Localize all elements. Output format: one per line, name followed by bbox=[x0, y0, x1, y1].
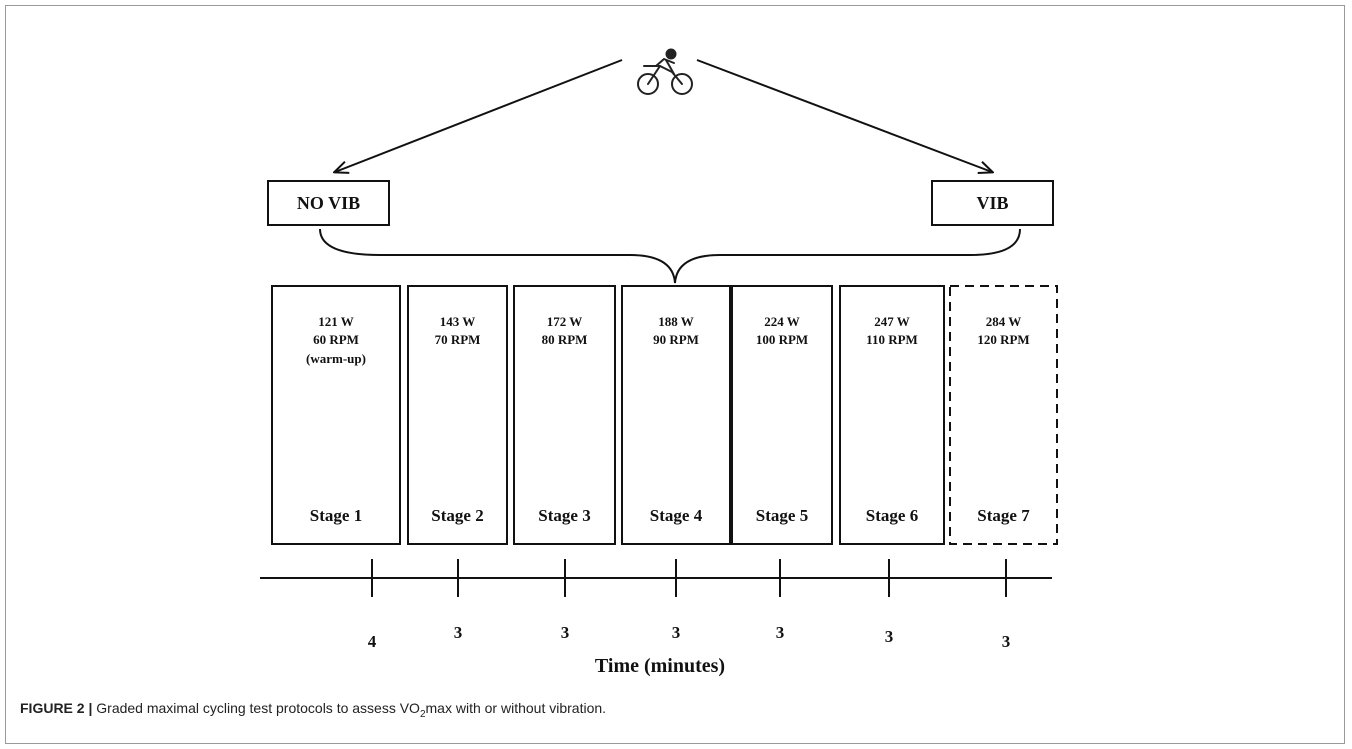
stage-label: Stage 4 bbox=[650, 506, 703, 525]
stage-boxes: 121 W 60 RPM (warm-up) Stage 1 143 W 70 RPM St… bbox=[271, 285, 1058, 545]
stage-rpm: 110 RPM bbox=[866, 332, 918, 347]
stage-watts: 247 W bbox=[874, 314, 910, 329]
stage-watts: 188 W bbox=[658, 314, 694, 329]
stage-box-1: 121 W 60 RPM (warm-up) Stage 1 bbox=[271, 285, 401, 545]
stage-box-7: 284 W 120 RPM Stage 7 bbox=[949, 285, 1058, 545]
stage-minutes: 3 bbox=[454, 623, 463, 642]
timeline-tick-4: 3 bbox=[672, 559, 681, 642]
stage-minutes: 3 bbox=[672, 623, 681, 642]
stage-rpm: 70 RPM bbox=[435, 332, 481, 347]
stage-rpm: 120 RPM bbox=[977, 332, 1029, 347]
stage-box-2: 143 W 70 RPM Stage 2 bbox=[407, 285, 508, 545]
stage-box-5: 224 W 100 RPM Stage 5 bbox=[731, 285, 833, 545]
timeline-tick-2: 3 bbox=[454, 559, 463, 642]
timeline-tick-6: 3 bbox=[885, 559, 894, 646]
stage-box-4: 188 W 90 RPM Stage 4 bbox=[621, 285, 731, 545]
stage-watts: 224 W bbox=[764, 314, 800, 329]
stage-rpm: 60 RPM bbox=[313, 332, 359, 347]
timeline-tick-1: 4 bbox=[368, 559, 377, 651]
group-brace bbox=[319, 228, 1021, 284]
arrow-to-no-vib bbox=[335, 59, 623, 172]
stage-minutes: 3 bbox=[885, 627, 894, 646]
no-vib-label: NO VIB bbox=[297, 193, 360, 213]
stage-label: Stage 7 bbox=[977, 506, 1030, 525]
stage-minutes: 3 bbox=[1002, 632, 1011, 651]
stage-label: Stage 5 bbox=[756, 506, 808, 525]
timeline-tick-5: 3 bbox=[776, 559, 785, 642]
stage-label: Stage 2 bbox=[431, 506, 483, 525]
stage-label: Stage 6 bbox=[866, 506, 918, 525]
stage-watts: 284 W bbox=[986, 314, 1022, 329]
stage-rpm: 90 RPM bbox=[653, 332, 699, 347]
timeline-ticks: 4 3 3 3 3 3 3 bbox=[368, 559, 1011, 651]
arrow-to-vib bbox=[696, 59, 992, 172]
caption-label: FIGURE 2 | bbox=[20, 700, 93, 716]
stage-watts: 143 W bbox=[440, 314, 476, 329]
protocol-diagram: NO VIB VIB 121 W 60 RPM (warm-up) Stage 1 14… bbox=[260, 48, 1058, 677]
stage-minutes: 3 bbox=[776, 623, 785, 642]
stage-label: Stage 1 bbox=[310, 506, 362, 525]
timeline-tick-3: 3 bbox=[561, 559, 570, 642]
stage-rpm: 80 RPM bbox=[542, 332, 588, 347]
axis-label: Time (minutes) bbox=[595, 655, 725, 677]
caption-subscript: 2 bbox=[419, 708, 426, 720]
figure-frame bbox=[5, 5, 1345, 744]
stage-label: Stage 3 bbox=[538, 506, 590, 525]
stage-box-6: 247 W 110 RPM Stage 6 bbox=[839, 285, 945, 545]
stage-minutes: 3 bbox=[561, 623, 570, 642]
timeline-tick-7: 3 bbox=[1002, 559, 1011, 651]
caption-text-before: Graded maximal cycling test protocols to… bbox=[92, 700, 420, 716]
no-vib-box: NO VIB bbox=[267, 180, 390, 226]
vib-box: VIB bbox=[931, 180, 1054, 226]
caption-text-after: max with or without vibration. bbox=[425, 700, 607, 716]
stage-minutes: 4 bbox=[368, 632, 377, 651]
vib-label: VIB bbox=[976, 193, 1008, 213]
stage-watts: 172 W bbox=[547, 314, 583, 329]
stage-rpm: 100 RPM bbox=[756, 332, 808, 347]
stage-watts: 121 W bbox=[318, 314, 354, 329]
figure-caption: FIGURE 2 | Graded maximal cycling test p… bbox=[20, 700, 606, 720]
stage-box-3: 172 W 80 RPM Stage 3 bbox=[513, 285, 616, 545]
stage-note: (warm-up) bbox=[306, 351, 366, 366]
cyclist-icon bbox=[637, 48, 693, 95]
